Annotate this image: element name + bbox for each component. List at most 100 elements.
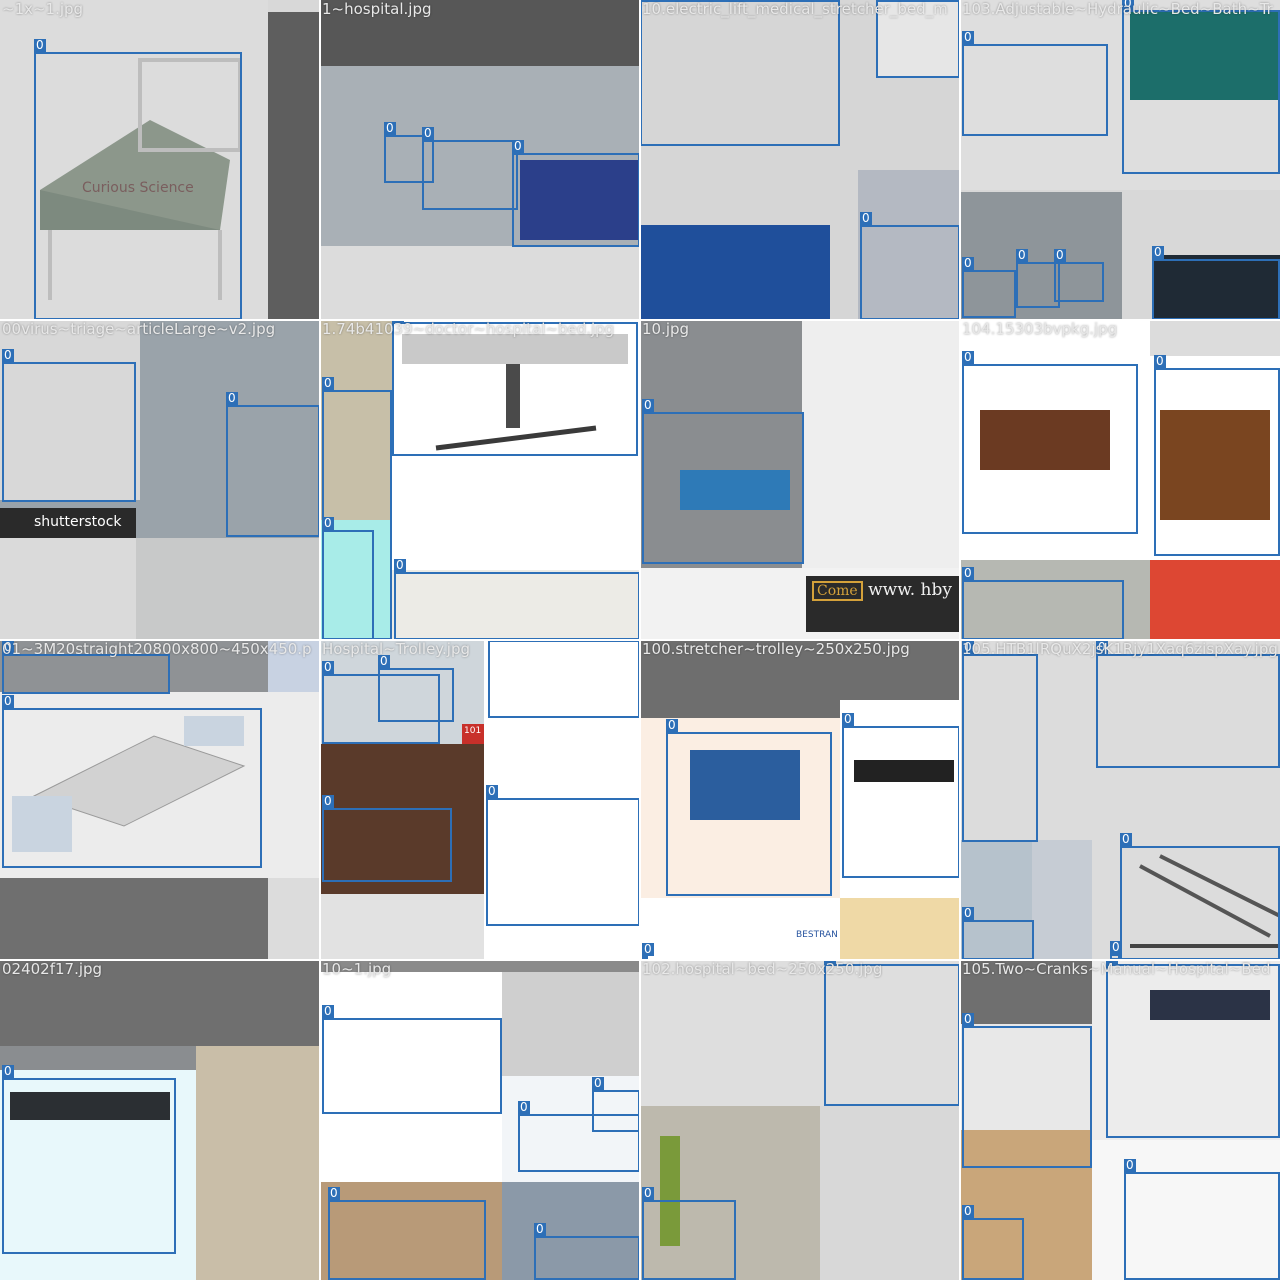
detection-label: 0 [1154, 354, 1166, 368]
photo-region [320, 1182, 502, 1280]
tile-caption: 1.74b41039~doctor~hospital~bed.jpg [322, 320, 615, 338]
detection-box: 0 [1152, 246, 1280, 320]
detection-label: 0 [322, 376, 334, 390]
photo-region [980, 410, 1110, 470]
photo-region [1032, 840, 1092, 960]
mosaic-tile: shutterstock 0 0 00virus~triage~articleL… [0, 320, 320, 640]
tile-caption: 105.HTB1lRQuX2jsK1Rjy1Xaq6zispXay.jpg [962, 640, 1278, 658]
tile-caption: 105.Two~Cranks~Manual~Hospital~Bed [962, 960, 1271, 978]
detection-box: 0 [392, 320, 638, 456]
detection-box: 0 [384, 122, 434, 183]
detection-box: 0 [1016, 249, 1060, 308]
photo-region [0, 878, 268, 960]
detection-label: 0 [2, 640, 14, 654]
photo-region [802, 320, 960, 568]
photo-region [960, 560, 1150, 640]
mosaic-tile: 0 0 01~3M20straight20800x800~450x450.p [0, 640, 320, 960]
detection-box: 0 [666, 719, 832, 896]
photo-region [320, 960, 640, 972]
detection-label: 0 [322, 1004, 334, 1018]
photo-region [320, 894, 484, 960]
mosaic-tile: 0 02402f17.jpg [0, 960, 320, 1280]
tile-caption: 10.electric_lift_medical_stretcher_bed_m [642, 0, 948, 18]
grid-divider [0, 319, 1280, 321]
photo-region [0, 508, 136, 538]
detection-box: 0 [378, 655, 454, 722]
detection-label: 0 [1110, 940, 1122, 954]
detection-label: 0 [2, 348, 14, 362]
detection-box: 0 [512, 140, 640, 247]
tile-caption: ~1x~1.jpg [2, 0, 84, 18]
photo-region [484, 790, 640, 960]
photo-region [1152, 255, 1280, 320]
tile-caption: 100.stretcher~trolley~250x250.jpg [642, 640, 910, 658]
detection-label: 0 [34, 38, 46, 52]
detection-label: 0 [962, 640, 974, 654]
photo-region [268, 878, 320, 960]
detection-box: 0 [962, 641, 1038, 842]
photo-region [840, 700, 960, 898]
detection-box: 0 [1154, 355, 1280, 556]
photo-region [0, 960, 320, 1046]
photo-region [960, 1024, 1092, 1130]
detection-box: 0 [2, 695, 262, 868]
mosaic-tile: 0 0 0 1~hospital.jpg [320, 0, 640, 320]
detection-box: 0 [322, 795, 452, 882]
mosaic-tile: Curious Science 0 ~1x~1.jpg [0, 0, 320, 320]
tile-caption: 1~hospital.jpg [322, 0, 432, 18]
detection-box: 0 [34, 39, 242, 320]
detection-box: 0 [962, 1205, 1024, 1280]
detection-box: 0 [962, 31, 1108, 136]
detection-label: 0 [962, 30, 974, 44]
photo-region [1130, 10, 1280, 100]
mosaic-tile: 0 0 0 104.15303bvpkg.jpg [960, 320, 1280, 640]
detection-label: 0 [1096, 640, 1108, 654]
photo-region [462, 724, 484, 744]
mosaic-tile: BESTRAN 0 0 0 100.stretcher~trolley~250x… [640, 640, 960, 960]
photo-region [1160, 410, 1270, 520]
brand-logo: Come [812, 581, 863, 601]
photo-region [320, 246, 640, 320]
detection-box: 0 [824, 960, 960, 1106]
detection-box: 0 [2, 349, 136, 502]
detection-label: 0 [512, 139, 524, 153]
photo-region [320, 640, 484, 744]
detection-box: 0 [2, 1065, 176, 1254]
detection-label: 0 [642, 398, 654, 412]
photo-region [680, 470, 790, 510]
photo-region [660, 1136, 680, 1246]
detection-box: 0 [322, 1005, 502, 1114]
photo-region [960, 840, 1032, 960]
detection-label: 0 [1016, 248, 1028, 262]
detection-label: 0 [642, 942, 654, 956]
detection-box: 0 [962, 1013, 1092, 1168]
detection-box: 0 [860, 212, 960, 320]
photo-region [320, 744, 484, 894]
photo-region [502, 1076, 640, 1182]
photo-region [960, 192, 1122, 320]
watermark-text: BESTRAN [796, 930, 838, 940]
detection-box: 0 [1120, 833, 1280, 960]
photo-region [960, 1130, 1092, 1280]
detection-label: 0 [322, 794, 334, 808]
tile-caption: 02402f17.jpg [2, 960, 103, 978]
detection-box: 0 [1124, 1159, 1280, 1280]
detection-label: 0 [1106, 960, 1118, 964]
detection-box: 0 [322, 661, 440, 744]
detection-label: 0 [1152, 245, 1164, 259]
detection-label: 0 [1054, 248, 1066, 262]
tile-caption: 00virus~triage~articleLarge~v2.jpg [2, 320, 276, 338]
grid-divider [0, 959, 1280, 961]
mosaic-tile: Come www. hby 0 10.jpg [640, 320, 960, 640]
photo-region [690, 750, 800, 820]
photo-region [502, 972, 640, 1076]
detection-label: 0 [842, 712, 854, 726]
photo-region [392, 570, 640, 640]
tile-caption: 10~1.jpg [322, 960, 392, 978]
detection-box: 0 [962, 567, 1124, 640]
detection-box: 0 [1096, 641, 1280, 768]
photo-region [876, 0, 960, 78]
detection-label: 0 [1122, 0, 1134, 10]
mosaic-tile: 0 0 0 0 1.74b41039~doctor~hospital~bed.j… [320, 320, 640, 640]
mosaic-tile: 0 0 0 0 0 10~1.jpg [320, 960, 640, 1280]
